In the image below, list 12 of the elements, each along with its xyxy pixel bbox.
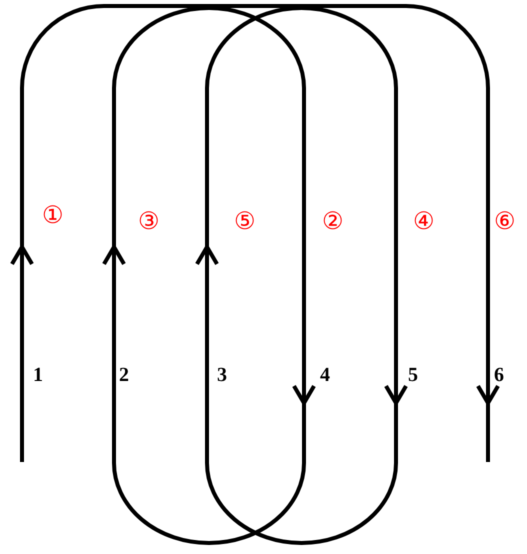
conductor-number: 1 <box>33 365 43 385</box>
conductor-number: 5 <box>408 365 418 385</box>
circled-number: ② <box>322 209 344 233</box>
conductor-number: 2 <box>119 365 129 385</box>
circled-number: ③ <box>138 209 160 233</box>
circled-number: ① <box>42 203 64 227</box>
circled-number: ④ <box>413 209 435 233</box>
conductor-number: 4 <box>320 365 330 385</box>
circled-number: ⑥ <box>494 209 516 233</box>
conductor-number: 6 <box>494 365 504 385</box>
circled-number: ⑤ <box>234 209 256 233</box>
conductor-number: 3 <box>217 365 227 385</box>
